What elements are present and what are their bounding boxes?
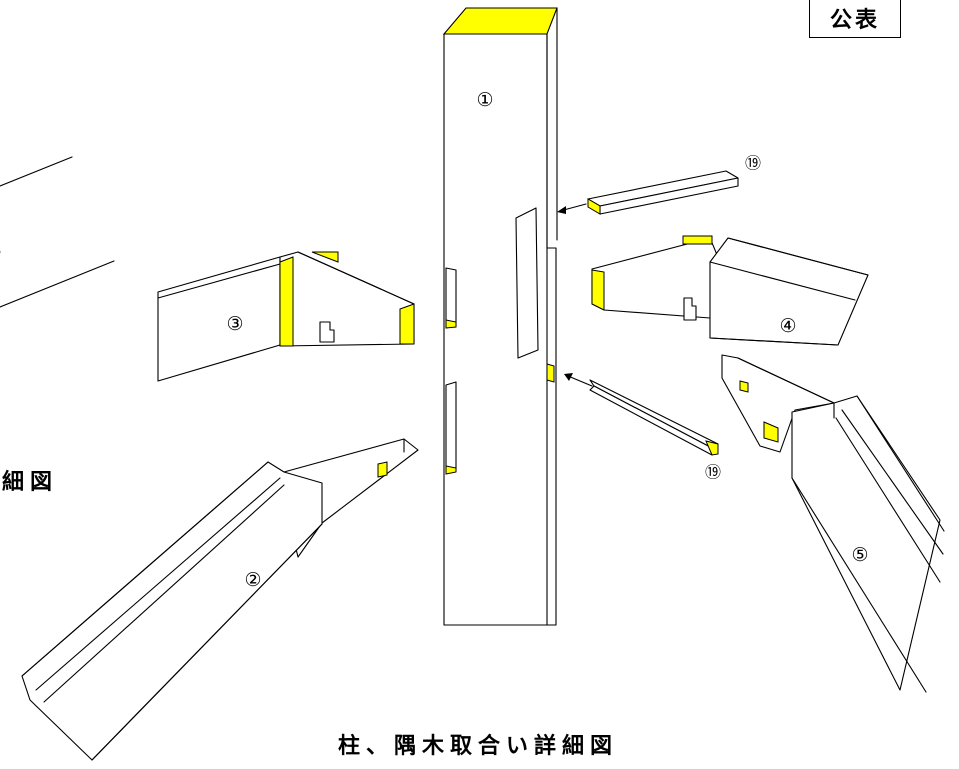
- post-1: [442, 7, 558, 626]
- part-label-2: ②: [244, 569, 261, 591]
- beam-4: [591, 235, 869, 346]
- rafter-5: [721, 354, 945, 693]
- drawing-caption: 柱、隅木取合い詳細図: [338, 734, 619, 759]
- peg-19-lower: [564, 373, 719, 456]
- cropped-caption: 細図: [2, 470, 59, 495]
- beam-3: [157, 251, 415, 382]
- peg-19-upper: [557, 170, 739, 215]
- rafter-2: [21, 438, 419, 761]
- part-label-3: ③: [226, 313, 243, 335]
- part-label-19-upper: ⑲: [745, 154, 761, 173]
- cropped-edge-lines: [0, 156, 115, 308]
- part-label-1: ①: [476, 89, 493, 111]
- part-label-4: ④: [779, 315, 796, 337]
- status-badge: 公表: [809, 0, 901, 38]
- part-label-5: ⑤: [851, 544, 868, 566]
- part-label-19-lower: ⑲: [705, 463, 721, 482]
- cropped-punctuation: 。: [0, 226, 16, 261]
